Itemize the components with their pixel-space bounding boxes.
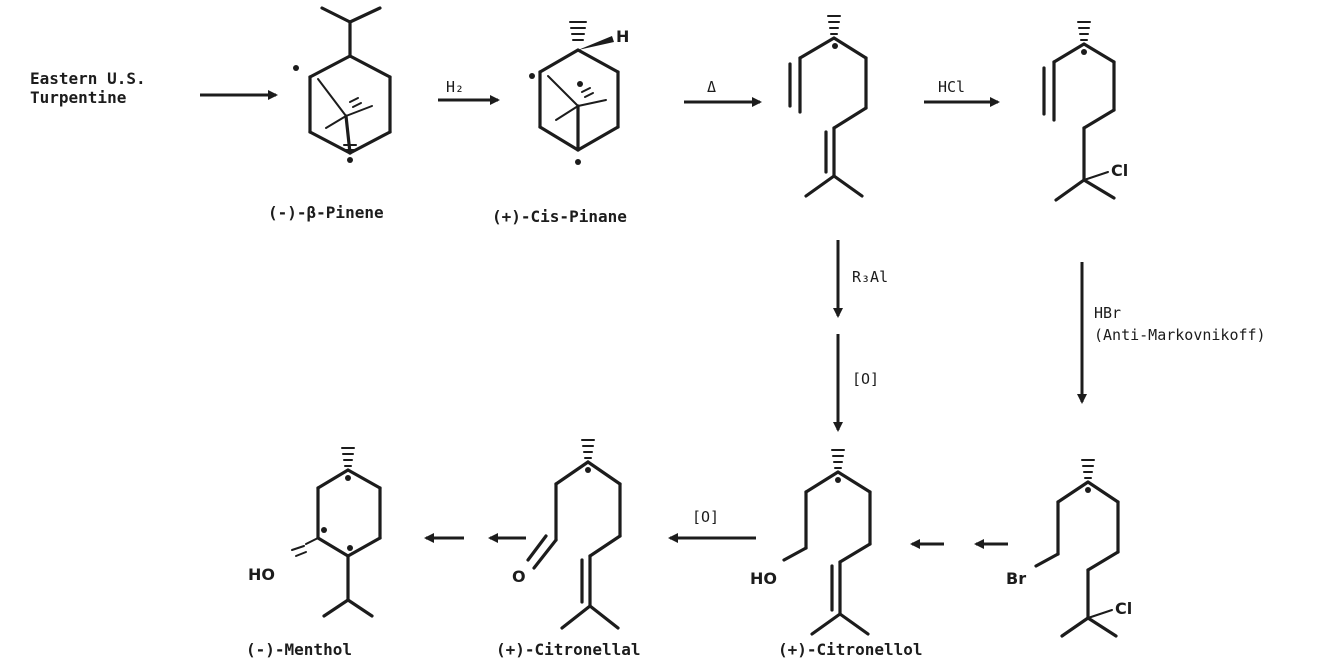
source-label-line2: Turpentine [30, 88, 126, 107]
reagent-h2: H₂ [446, 78, 464, 96]
citronellol-structure [782, 449, 872, 636]
citronellol-label: (+)-Citronellol [778, 640, 923, 659]
reagent-hcl: HCl [938, 78, 965, 96]
beta-pinene-label: (-)-β-Pinene [268, 203, 384, 222]
bromo-chloro-compound-structure [1034, 459, 1120, 638]
chlorine-atom-top: Cl [1111, 161, 1128, 180]
beta-pinene-structure [293, 6, 392, 163]
pinane-hydrogen-atom: H [616, 27, 629, 46]
menthol-label: (-)-Menthol [246, 640, 352, 659]
reagent-anti-markovnikoff: (Anti-Markovnikoff) [1094, 326, 1266, 344]
reagent-oxidation-1: [O] [852, 370, 879, 388]
citronellal-structure [526, 439, 622, 630]
menthol-hydroxyl: HO [248, 565, 275, 584]
reagent-heat: Δ [707, 78, 716, 96]
reagent-oxidation-2: [O] [692, 508, 719, 526]
source-label-line1: Eastern U.S. [30, 69, 146, 88]
cis-pinane-label: (+)-Cis-Pinane [492, 207, 627, 226]
bromine-atom: Br [1006, 569, 1026, 588]
reagent-r3al: R₃Al [852, 268, 888, 286]
citronellol-hydroxyl: HO [750, 569, 777, 588]
dihydromyrcene-structure [788, 15, 868, 198]
cis-pinane-structure [529, 21, 620, 165]
chloro-dihydromyrcene-structure [1042, 21, 1116, 202]
citronellal-label: (+)-Citronellal [496, 640, 641, 659]
citronellal-carbonyl-oxygen: O [512, 567, 526, 586]
chlorine-atom-bottom: Cl [1115, 599, 1132, 618]
reagent-hbr: HBr [1094, 304, 1121, 322]
menthol-structure [291, 447, 382, 618]
